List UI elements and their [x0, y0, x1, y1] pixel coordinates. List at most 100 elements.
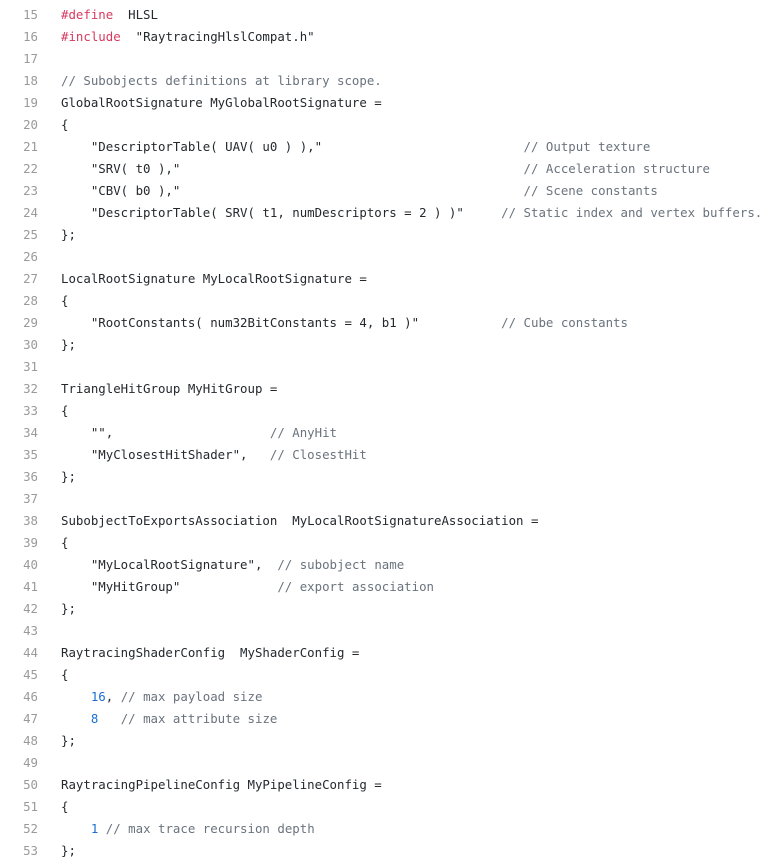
line-number: 16: [23, 29, 38, 44]
code-line: 21 "DescriptorTable( UAV( u0 ) )," // Ou…: [0, 136, 762, 158]
line-number: 20: [23, 117, 38, 132]
line-source: #define HLSL: [61, 4, 158, 26]
code-token: SubobjectToExportsAssociation MyLocalRoo…: [61, 513, 539, 528]
code-line: 32 TriangleHitGroup MyHitGroup =: [0, 378, 762, 400]
line-source: 16, // max payload size: [61, 686, 263, 708]
line-source: "MyLocalRootSignature", // subobject nam…: [61, 554, 404, 576]
code-line: 39 {: [0, 532, 762, 554]
code-line: 49: [0, 752, 762, 774]
line-number: 28: [23, 293, 38, 308]
code-token: "",: [61, 425, 270, 440]
code-token: {: [61, 799, 69, 814]
code-token: GlobalRootSignature MyGlobalRootSignatur…: [61, 95, 382, 110]
comment-token: // Scene constants: [523, 183, 658, 198]
line-source: RaytracingShaderConfig MyShaderConfig =: [61, 642, 359, 664]
code-line: 42};: [0, 598, 762, 620]
line-source: };: [61, 466, 76, 488]
line-number: 29: [23, 315, 38, 330]
code-line: 46 16, // max payload size: [0, 686, 762, 708]
code-token: "RootConstants( num32BitConstants = 4, b…: [61, 315, 502, 330]
code-token: };: [61, 733, 76, 748]
line-number: 24: [23, 205, 38, 220]
comment-token: // Output texture: [523, 139, 651, 154]
code-line: 53};: [0, 840, 762, 862]
code-line: 47 8 // max attribute size: [0, 708, 762, 730]
code-line: 28 {: [0, 290, 762, 312]
code-token: {: [61, 535, 69, 550]
keyword-token: #define: [61, 7, 114, 22]
line-source: };: [61, 730, 76, 752]
line-source: "MyClosestHitShader", // ClosestHit: [61, 444, 367, 466]
code-token: {: [61, 117, 69, 132]
comment-token: // max attribute size: [120, 711, 278, 726]
code-token: "SRV( t0 ),": [61, 161, 524, 176]
line-number: 32: [23, 381, 38, 396]
line-number: 22: [23, 161, 38, 176]
line-number: 44: [23, 645, 38, 660]
line-number: 31: [23, 359, 38, 374]
code-token: RaytracingShaderConfig MyShaderConfig =: [61, 645, 360, 660]
code-line: 16#include "RaytracingHlslCompat.h": [0, 26, 762, 48]
code-line: 36};: [0, 466, 762, 488]
code-token: "CBV( b0 ),": [61, 183, 524, 198]
code-line: 43: [0, 620, 762, 642]
line-number: 26: [23, 249, 38, 264]
comment-token: // Acceleration structure: [523, 161, 711, 176]
line-number: 47: [23, 711, 38, 726]
code-line: 15 #define HLSL: [0, 4, 762, 26]
code-token: };: [61, 601, 76, 616]
code-token: };: [61, 337, 76, 352]
comment-token: // Subobjects definitions at library sco…: [61, 73, 382, 88]
code-token: [61, 711, 91, 726]
code-line: 52 1 // max trace recursion depth: [0, 818, 762, 840]
line-source: {: [61, 290, 68, 312]
code-line: 25};: [0, 224, 762, 246]
line-number: 15: [23, 7, 38, 22]
line-source: GlobalRootSignature MyGlobalRootSignatur…: [61, 92, 382, 114]
code-token: HLSL: [113, 7, 158, 22]
code-token: "DescriptorTable( UAV( u0 ) ),": [61, 139, 524, 154]
line-source: {: [61, 400, 68, 422]
line-source: "SRV( t0 )," // Acceleration structure: [61, 158, 710, 180]
code-line: 34 "", // AnyHit: [0, 422, 762, 444]
code-token: {: [61, 667, 69, 682]
code-token: };: [61, 469, 76, 484]
number-token: 8: [90, 711, 99, 726]
code-token: {: [61, 293, 69, 308]
line-number: 41: [23, 579, 38, 594]
line-source: {: [61, 664, 68, 686]
code-line: 40 "MyLocalRootSignature", // subobject …: [0, 554, 762, 576]
code-token: [98, 821, 105, 836]
line-source: };: [61, 224, 76, 246]
code-line: 22 "SRV( t0 )," // Acceleration structur…: [0, 158, 762, 180]
code-line: 31: [0, 356, 762, 378]
code-line: 37: [0, 488, 762, 510]
line-number: 40: [23, 557, 38, 572]
code-line: 23 "CBV( b0 )," // Scene constants: [0, 180, 762, 202]
line-number: 48: [23, 733, 38, 748]
code-line: 17: [0, 48, 762, 70]
code-token: };: [61, 227, 76, 242]
comment-token: // ClosestHit: [269, 447, 367, 462]
line-number: 43: [23, 623, 38, 638]
line-number: 34: [23, 425, 38, 440]
code-line: 33{: [0, 400, 762, 422]
line-number: 39: [23, 535, 38, 550]
line-source: };: [61, 840, 76, 862]
line-source: TriangleHitGroup MyHitGroup =: [61, 378, 277, 400]
line-number: 46: [23, 689, 38, 704]
code-token: "MyHitGroup": [61, 579, 278, 594]
line-number: 38: [23, 513, 38, 528]
code-token: };: [61, 843, 76, 858]
code-token: {: [61, 403, 69, 418]
comment-token: // AnyHit: [269, 425, 338, 440]
comment-token: // max payload size: [120, 689, 263, 704]
line-source: "DescriptorTable( UAV( u0 ) )," // Outpu…: [61, 136, 651, 158]
code-token: RaytracingPipelineConfig MyPipelineConfi…: [61, 777, 382, 792]
code-line: 38 SubobjectToExportsAssociation MyLocalR…: [0, 510, 762, 532]
number-token: 1: [90, 821, 99, 836]
keyword-token: #include: [61, 29, 121, 44]
code-line: 30};: [0, 334, 762, 356]
